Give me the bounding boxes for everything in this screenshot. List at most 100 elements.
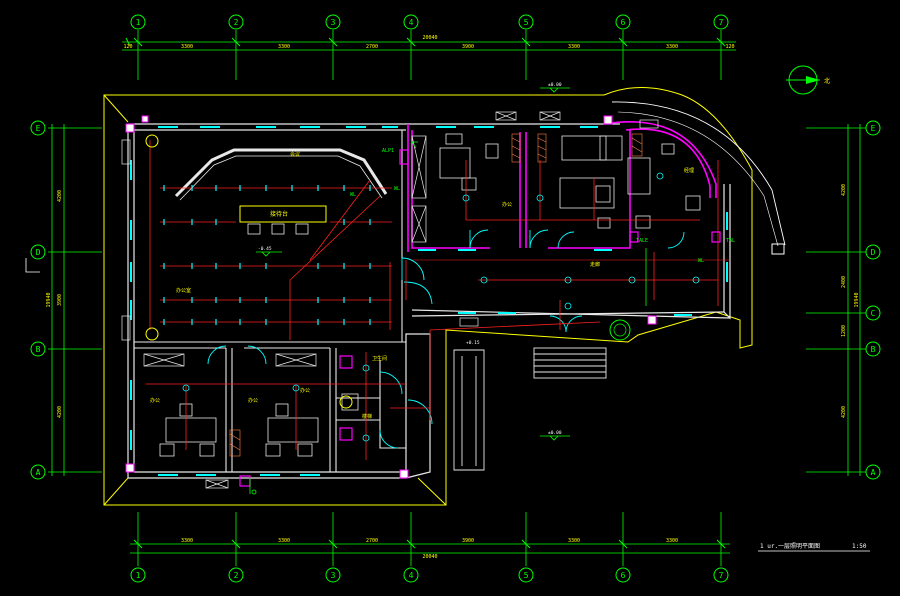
row-label-left-b: B <box>36 345 41 354</box>
col-label-4: 4 <box>409 18 414 27</box>
dim-left-2: 3900 <box>57 294 63 306</box>
col-label-5: 5 <box>524 18 529 27</box>
col-label-bottom-2: 2 <box>234 571 239 580</box>
canopy-arc <box>611 101 786 246</box>
col-label-bottom-1: 1 <box>136 571 141 580</box>
row-label-left-d: D <box>36 248 41 257</box>
exterior-walls <box>127 123 731 479</box>
north-arrow-icon <box>786 65 820 95</box>
dim-right-3: 1200 <box>841 325 847 337</box>
room-office-d: 办公 <box>300 387 310 394</box>
label-level-2: ±0.00 <box>548 430 562 436</box>
col-label-7: 7 <box>719 18 724 27</box>
windows <box>130 126 728 476</box>
column-bubbles-bottom <box>130 567 729 583</box>
row-label-left-e: E <box>36 124 41 133</box>
north-label: 北 <box>824 77 830 85</box>
room-toilet: 卫生间 <box>372 355 387 362</box>
room-stair: 楼梯 <box>362 413 372 420</box>
dim-bottom-2: 3300 <box>278 538 290 544</box>
col-label-bottom-4: 4 <box>409 571 414 580</box>
drawing-scale: 1:50 <box>852 543 867 550</box>
room-office-hall: 办公室 <box>176 287 191 294</box>
dim-bottom-total: 20040 <box>422 554 437 560</box>
col-label-3: 3 <box>331 18 336 27</box>
column-axis-lines <box>48 30 866 566</box>
reception-desk <box>239 205 327 223</box>
label-wl-1: WL <box>350 192 356 198</box>
room-corridor: 走廊 <box>590 261 600 268</box>
label-level-3: -0.45 <box>258 246 272 252</box>
dim-bottom-4: 3900 <box>462 538 474 544</box>
cabinets <box>121 111 659 489</box>
label-level-1: ±0.00 <box>548 82 562 88</box>
dim-bottom-3: 2700 <box>366 538 378 544</box>
dim-right-1: 4200 <box>841 184 847 196</box>
dim-left-total: 19940 <box>46 292 52 307</box>
col-label-bottom-5: 5 <box>524 571 529 580</box>
label-wl-2: WL <box>394 186 400 192</box>
dim-top-total: 20040 <box>422 35 437 41</box>
label-ramp-level: +0.15 <box>466 340 480 346</box>
canopy-column <box>771 243 785 255</box>
entrance-ramp <box>453 349 485 471</box>
row-bubbles <box>30 120 881 480</box>
light-fixtures <box>163 185 371 325</box>
room-office-a: 办公 <box>502 201 512 208</box>
dim-top-6: 3300 <box>666 44 678 50</box>
label-panel-right2: TALE <box>636 238 648 244</box>
room-manager: 经理 <box>684 167 694 174</box>
dim-top-2: 3300 <box>278 44 290 50</box>
dim-top-5: 3300 <box>568 44 580 50</box>
ceiling-lamps <box>182 172 700 442</box>
room-meeting: 会议 <box>290 151 300 158</box>
dim-top-4: 3900 <box>462 44 474 50</box>
row-label-right-b: B <box>871 345 876 354</box>
level-markers <box>256 87 570 441</box>
dimension-ticks <box>125 37 726 549</box>
col-label-6: 6 <box>621 18 626 27</box>
col-label-1: 1 <box>136 18 141 27</box>
label-panel-top: ALP1 <box>382 148 394 154</box>
panel-boxes <box>239 149 721 487</box>
dim-right-total: 19940 <box>854 292 860 307</box>
dim-top-1: 3300 <box>181 44 193 50</box>
row-label-right-d: D <box>871 248 876 257</box>
canopy-arc-inner <box>617 111 779 247</box>
reception-arc <box>174 148 388 198</box>
column-bubbles-top <box>130 14 729 30</box>
label-wl-3: WL <box>698 258 704 264</box>
distribution-markers <box>249 141 647 495</box>
exhaust-fans <box>145 134 353 409</box>
planter-circle <box>609 319 631 341</box>
row-label-left-a: A <box>36 468 41 477</box>
light-fixture-rows <box>146 140 719 460</box>
dim-top-3: 2700 <box>366 44 378 50</box>
dim-right-4: 4200 <box>841 406 847 418</box>
door-swings <box>207 229 685 449</box>
section-marker-icon <box>25 258 40 273</box>
col-label-2: 2 <box>234 18 239 27</box>
plants <box>229 133 643 457</box>
dim-right-2: 2400 <box>841 276 847 288</box>
dim-left-3: 4200 <box>57 406 63 418</box>
room-office-b: 办公 <box>150 397 160 404</box>
col-label-bottom-7: 7 <box>719 571 724 580</box>
dim-top-7: 120 <box>725 44 734 50</box>
drawing-title: 1 ur.一层照明平面图 <box>760 543 820 550</box>
label-panel-right: TAL <box>726 238 735 244</box>
furniture <box>159 133 701 457</box>
row-label-right-e: E <box>871 124 876 133</box>
row-label-right-a: A <box>871 468 876 477</box>
dim-left-1: 4200 <box>57 190 63 202</box>
interior-walls <box>134 130 406 472</box>
col-label-bottom-6: 6 <box>621 571 626 580</box>
room-reception: 接待台 <box>270 210 288 218</box>
col-label-bottom-3: 3 <box>331 571 336 580</box>
dim-bottom-1: 3300 <box>181 538 193 544</box>
room-office-c: 办公 <box>248 397 258 404</box>
dim-bottom-6: 3300 <box>666 538 678 544</box>
dim-bottom-5: 3300 <box>568 538 580 544</box>
